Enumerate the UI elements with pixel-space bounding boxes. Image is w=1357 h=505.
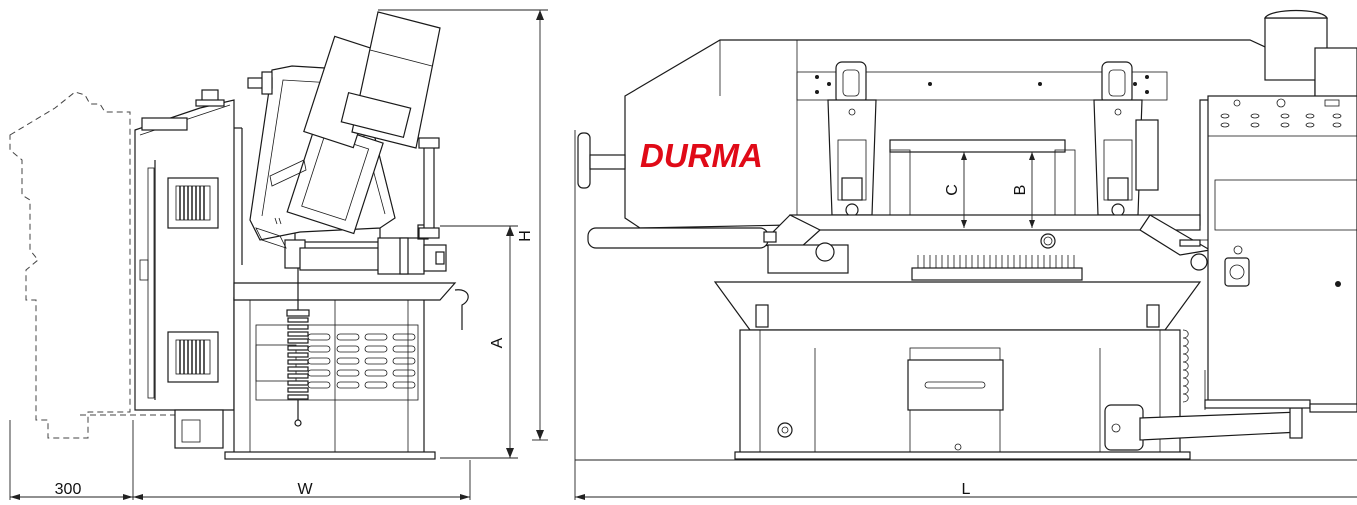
dimension-label-a: A — [489, 337, 506, 348]
rotary-switch-icon — [1224, 257, 1250, 287]
guide-arm-left — [827, 61, 877, 217]
dimension-label-h: H — [517, 230, 534, 242]
guide-column — [418, 137, 440, 239]
coolant-spring-icon — [286, 255, 310, 427]
guide-arm-right — [1093, 61, 1159, 217]
motor — [340, 11, 441, 149]
front-chip-tray — [713, 281, 1202, 331]
grill-vent-icon — [167, 177, 219, 229]
front-support-arm — [1104, 404, 1303, 451]
dimension-lines — [9, 9, 1357, 500]
grill-vent-icon — [167, 331, 219, 383]
side-vise — [284, 224, 447, 275]
swing-clearance-outline — [9, 91, 175, 439]
front-view: DURMA — [577, 9, 1357, 460]
handwheel-icon — [247, 71, 273, 95]
dimension-label-w: W — [297, 481, 313, 498]
dimension-label-300: 300 — [55, 481, 82, 498]
handwheel-icon — [577, 132, 777, 249]
brand-logo: DURMA — [640, 137, 763, 174]
dimension-label-l: L — [962, 481, 971, 498]
vent-slots — [307, 333, 416, 389]
chip-brush — [911, 255, 1083, 281]
control-panel — [1179, 95, 1357, 413]
side-base-stand — [174, 297, 436, 460]
side-view — [9, 11, 469, 460]
blade-bar — [889, 139, 1066, 153]
front-base — [734, 329, 1191, 460]
dimension-label-b: B — [1012, 185, 1029, 196]
side-chip-tray — [233, 282, 457, 301]
dimension-label-c: C — [944, 184, 961, 196]
